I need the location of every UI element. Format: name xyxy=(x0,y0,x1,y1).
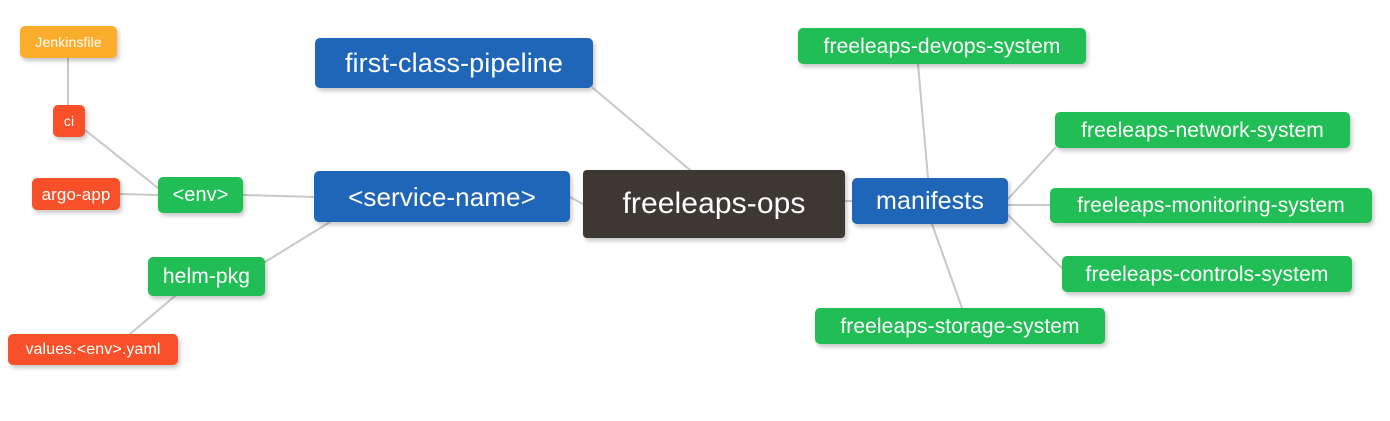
mindmap-node-label: Jenkinsfile xyxy=(35,34,102,50)
mindmap-node-label: ci xyxy=(63,113,75,129)
mindmap-node-label: argo-app xyxy=(41,184,111,204)
edge-service-name-to-env xyxy=(242,194,315,198)
mindmap-node-helm-pkg[interactable]: helm-pkg xyxy=(148,257,265,296)
mindmap-node-freeleaps-storage-system[interactable]: freeleaps-storage-system xyxy=(815,308,1105,344)
mindmap-node-values-yaml[interactable]: values.<env>.yaml xyxy=(8,334,178,365)
mindmap-node-label: freeleaps-monitoring-system xyxy=(1077,194,1345,217)
edge-root-to-service-name xyxy=(569,196,584,205)
mindmap-node-freeleaps-controls-system[interactable]: freeleaps-controls-system xyxy=(1062,256,1352,292)
mindmap-node-manifests[interactable]: manifests xyxy=(852,178,1008,224)
mindmap-node-label: helm-pkg xyxy=(162,265,251,288)
mindmap-node-freeleaps-network-system[interactable]: freeleaps-network-system xyxy=(1055,112,1350,148)
mindmap-node-argo-app[interactable]: argo-app xyxy=(32,178,120,210)
edge-env-to-argo-app xyxy=(119,193,159,196)
mindmap-node-label: freeleaps-storage-system xyxy=(840,314,1080,338)
edge-helm-pkg-to-values-yaml xyxy=(129,295,176,335)
mindmap-node-label: freeleaps-network-system xyxy=(1081,118,1324,142)
edge-manifests-to-freeleaps-network-system xyxy=(1007,147,1056,200)
mindmap-node-label: freeleaps-ops xyxy=(622,187,806,220)
mindmap-node-service-name[interactable]: <service-name> xyxy=(314,171,570,222)
edge-manifests-to-freeleaps-devops-system xyxy=(917,63,929,179)
mindmap-node-first-class-pipeline[interactable]: first-class-pipeline xyxy=(315,38,593,88)
mindmap-node-jenkinsfile[interactable]: Jenkinsfile xyxy=(20,26,117,58)
edge-manifests-to-freeleaps-storage-system xyxy=(931,223,963,309)
edge-service-name-to-helm-pkg xyxy=(264,221,331,263)
mindmap-node-label: <env> xyxy=(172,184,229,206)
mindmap-node-label: freeleaps-devops-system xyxy=(823,34,1061,58)
mindmap-node-root[interactable]: freeleaps-ops xyxy=(583,170,845,238)
mindmap-node-env[interactable]: <env> xyxy=(158,177,243,213)
mindmap-node-label: <service-name> xyxy=(348,181,536,212)
edge-root-to-first-class-pipeline xyxy=(592,87,691,171)
mindmap-node-freeleaps-monitoring-system[interactable]: freeleaps-monitoring-system xyxy=(1050,188,1372,223)
mindmap-node-freeleaps-devops-system[interactable]: freeleaps-devops-system xyxy=(798,28,1086,64)
mindmap-node-ci[interactable]: ci xyxy=(53,105,85,137)
mindmap-node-label: freeleaps-controls-system xyxy=(1085,262,1329,286)
mindmap-node-label: first-class-pipeline xyxy=(344,47,564,78)
mindmap-node-label: values.<env>.yaml xyxy=(25,340,161,358)
mindmap-node-label: manifests xyxy=(876,186,984,215)
